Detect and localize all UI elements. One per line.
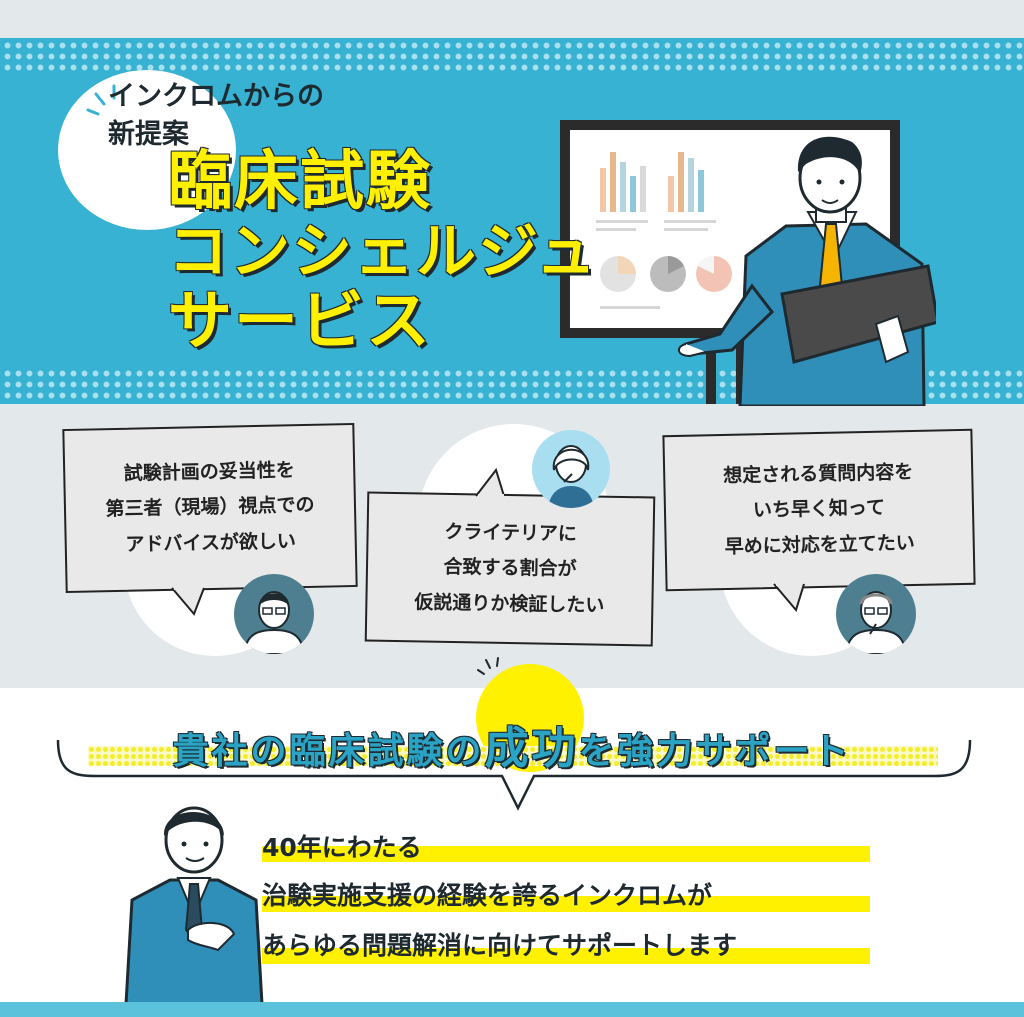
concern-2-line1: クライテリアに [444,521,578,546]
bracket-pointer-frame [56,739,972,811]
concern-1-line3: アドバイスが欲しい [125,529,297,556]
concern-1-line1: 試験計画の妥当性を [123,459,295,486]
highlight-bar [262,948,870,964]
concern-3-line3: 早めに対応を立てたい [724,531,915,558]
statement-line2: 治験実施支援の経験を誇るインクロムが [262,881,713,910]
dot-pattern-band-top [0,38,1024,72]
speech-tail-icon [773,582,805,612]
heading-dot-stripe [88,746,938,766]
businessman-presenting-illustration [678,136,936,406]
support-heading-highlight: 成功 [484,723,579,774]
concern-bubble-1: 試験計画の妥当性を 第三者（現場）視点での アドバイスが欲しい [62,422,358,594]
service-title-line1: 臨床試験 [168,145,432,219]
service-title-line2: コンシェルジュ [168,217,598,287]
sparkle-icon [86,84,116,116]
statement-line3: あらゆる問題解消に向けてサポートします [262,931,738,960]
avatar-man-glasses [234,574,314,654]
speech-tail-icon [475,468,505,498]
concern-2-line3: 仮説通りか検証したい [414,590,605,617]
concern-bubble-2: クライテリアに 合致する割合が 仮説通りか検証したい [364,491,656,647]
badge-text-line1: インクロムからの [108,81,324,112]
advisor-hand-on-chest-illustration [124,806,264,1004]
highlight-bar [262,896,870,912]
service-title-line3: サービス [168,285,432,359]
concern-3-line2: いち早く知って [752,497,886,522]
support-heading: 貴社の臨床試験の成功を強力サポート [0,712,1024,776]
avatar-woman-thinking [532,430,610,508]
badge-text-line2: 新提案 [108,119,189,150]
sparkle-icon [477,657,499,675]
concern-bubble-3: 想定される質問内容を いち早く知って 早めに対応を立てたい [662,428,976,592]
concern-1-line2: 第三者（現場）視点での [105,494,315,521]
support-heading-pre: 貴社の臨床試験の [172,731,485,772]
concern-3-line1: 想定される質問内容を [723,461,914,488]
concern-2-line2: 合致する割合が [443,556,577,581]
avatar-elderly-man [836,574,916,654]
highlight-bar [262,846,870,862]
footer-bar [0,1002,1024,1017]
statement-line1: 40年にわたる [262,833,422,862]
hero-banner [0,38,1024,406]
speech-tail-icon [171,586,205,616]
support-heading-post: を強力サポート [578,731,852,772]
new-proposal-badge [58,70,236,230]
